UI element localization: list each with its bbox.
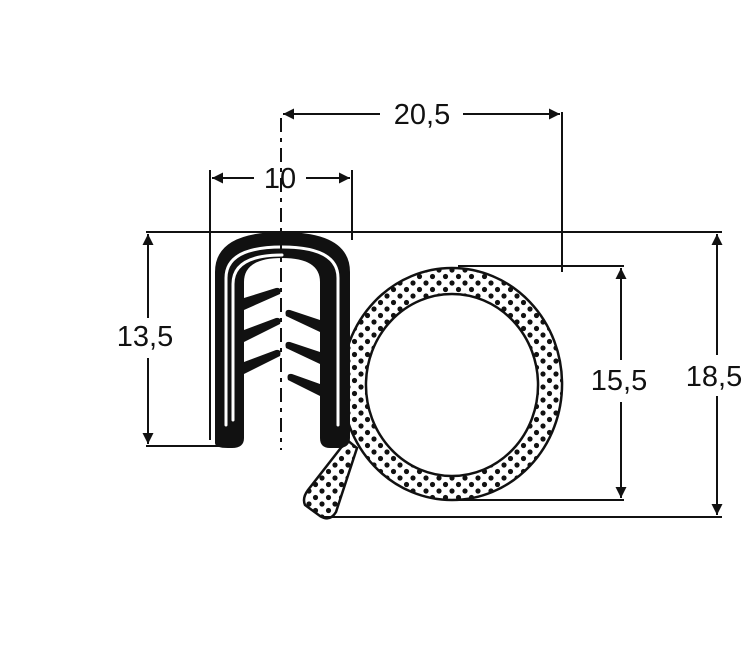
clip-fingers <box>244 287 320 396</box>
dimension-label-bulb-height: 15,5 <box>591 365 647 397</box>
dimension-label-overall-height: 18,5 <box>686 361 742 393</box>
sponge-bulb <box>340 266 564 502</box>
sponge-tail <box>302 438 359 520</box>
dimension-overall-height: 18,5 <box>686 234 742 515</box>
dimension-clip-height: 13,5 <box>117 234 173 444</box>
dimension-overall-width: 20,5 <box>283 99 560 131</box>
dimension-clip-width: 10 <box>212 163 350 195</box>
clip-body <box>215 232 350 448</box>
dimension-bulb-height: 15,5 <box>591 268 647 498</box>
dimension-label-clip-width: 10 <box>264 163 296 195</box>
extension-lines <box>146 112 722 518</box>
dimension-label-clip-height: 13,5 <box>117 321 173 353</box>
dimension-label-overall-width: 20,5 <box>394 99 450 131</box>
